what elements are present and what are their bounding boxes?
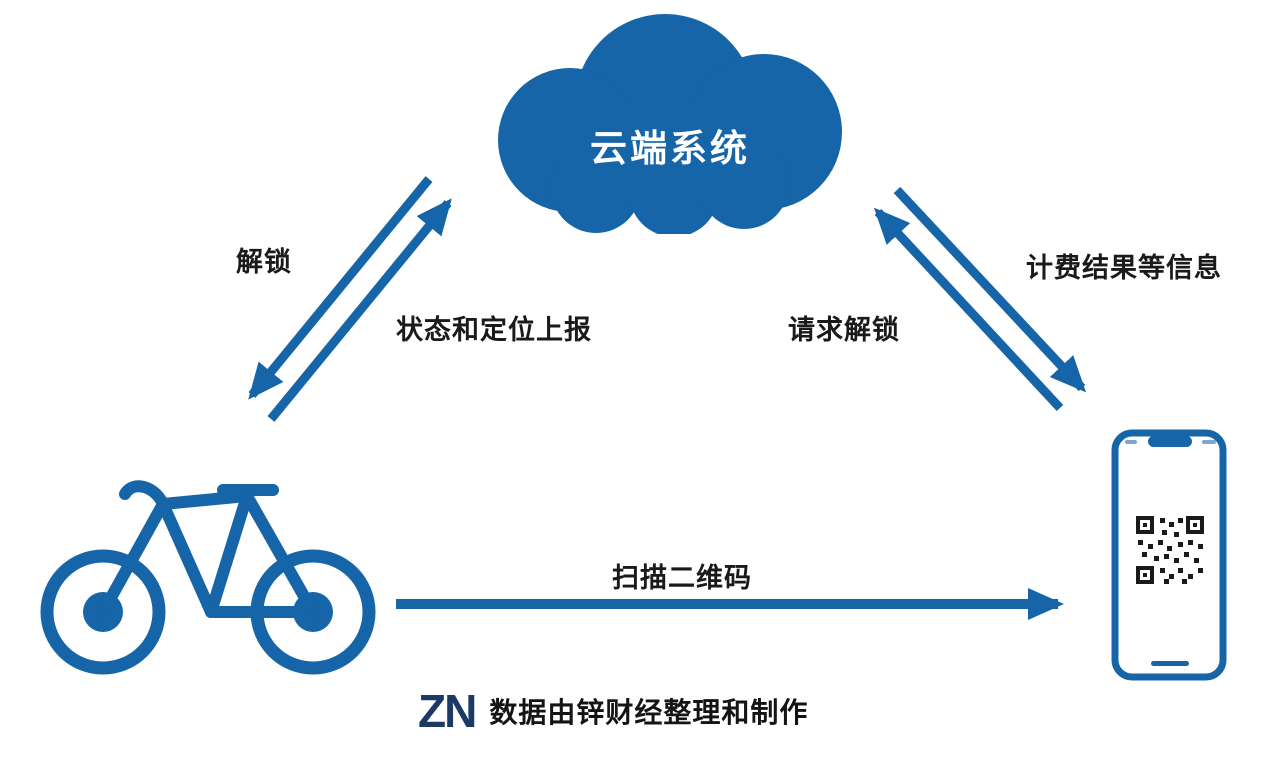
arrow-unlock <box>248 176 433 400</box>
arrow-billing-info <box>893 186 1087 393</box>
zn-logo: ZN <box>418 685 477 737</box>
label-status-report: 状态和定位上报 <box>396 315 592 345</box>
cloud-icon <box>498 14 842 234</box>
label-scan-qr: 扫描二维码 <box>612 563 752 593</box>
qr-code-icon <box>1136 516 1204 584</box>
bike-icon <box>40 480 376 675</box>
phone-home-indicator <box>1151 661 1189 666</box>
phone-status-left <box>1125 440 1137 444</box>
cloud-label: 云端系统 <box>590 128 750 169</box>
footer: ZN 数据由锌财经整理和制作 <box>418 688 808 734</box>
label-unlock: 解锁 <box>236 247 292 277</box>
phone-status-right <box>1202 440 1216 444</box>
footer-credit-text: 数据由锌财经整理和制作 <box>489 697 809 728</box>
arrow-request-unlock <box>873 207 1064 412</box>
phone-notch <box>1148 436 1192 447</box>
label-billing-info: 计费结果等信息 <box>1026 253 1222 283</box>
phone-icon <box>1111 429 1227 681</box>
label-request-unlock: 请求解锁 <box>788 315 900 345</box>
arrow-status-report <box>267 198 452 422</box>
